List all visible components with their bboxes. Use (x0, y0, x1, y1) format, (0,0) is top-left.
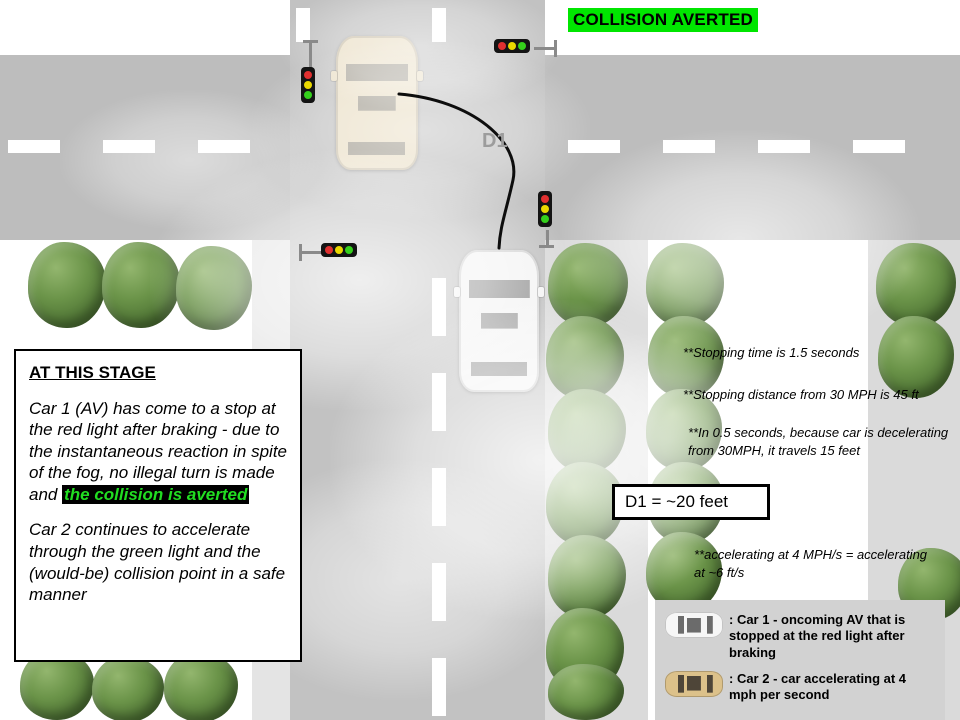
traffic-light-icon (301, 67, 315, 103)
note-acceleration: **accelerating at 4 MPH/s = accelerating… (694, 547, 928, 581)
lane-dash (8, 140, 60, 153)
traffic-light-pole (309, 42, 312, 68)
lane-dash (432, 563, 446, 621)
red-light (304, 71, 312, 79)
stage-paragraph-1-text: Car 1 (AV) has come to a stop at the red… (29, 398, 288, 504)
tree-icon (646, 243, 724, 327)
d1-value-text: D1 = ~20 feet (625, 492, 729, 511)
tree-icon (548, 389, 626, 473)
traffic-light-pole (539, 245, 554, 248)
traffic-light-pole (303, 40, 318, 43)
car2-icon (665, 670, 723, 697)
tree-icon (28, 242, 106, 328)
tree-icon (548, 664, 624, 720)
car1-icon (665, 612, 723, 638)
green-light (304, 91, 312, 99)
note-stopping-distance: **Stopping distance from 30 MPH is 45 ft (683, 387, 919, 402)
lane-dash (663, 140, 715, 153)
stage-paragraph-2: Car 2 continues to accelerate through th… (29, 520, 286, 605)
lane-dash (198, 140, 250, 153)
tree-icon (164, 652, 238, 720)
lane-dash (432, 468, 446, 526)
stage-paragraph-1: Car 1 (AV) has come to a stop at the red… (29, 398, 287, 506)
tree-icon (876, 243, 956, 327)
traffic-light-pole (534, 47, 556, 50)
legend-row-car1: : Car 1 - oncoming AV that is stopped at… (665, 612, 935, 661)
lane-dash (432, 278, 446, 336)
tree-icon (548, 243, 628, 327)
tree-icon (92, 656, 164, 720)
yellow-light (335, 246, 343, 254)
yellow-light (508, 42, 516, 50)
lane-dash (853, 140, 905, 153)
red-light (541, 195, 549, 203)
collision-averted-highlight: the collision is averted (62, 484, 250, 504)
d1-distance-label: D1 (482, 130, 508, 152)
traffic-light-pole (299, 244, 302, 261)
lane-dash (296, 8, 310, 42)
legend-row-car2: : Car 2 - car accelerating at 4 mph per … (665, 670, 935, 704)
green-light (518, 42, 526, 50)
stage-description-box: AT THIS STAGE Car 1 (AV) has come to a s… (14, 349, 302, 662)
lane-dash (432, 373, 446, 431)
red-light (325, 246, 333, 254)
note-deceleration: **In 0.5 seconds, because car is deceler… (688, 425, 949, 459)
traffic-light-pole (301, 251, 323, 254)
legend-box: : Car 1 - oncoming AV that is stopped at… (655, 600, 945, 720)
traffic-light-pole (554, 40, 557, 57)
lane-dash (103, 140, 155, 153)
traffic-light-pole (546, 230, 549, 247)
traffic-light-icon (538, 191, 552, 227)
lane-dash (568, 140, 620, 153)
stage-box-title: AT THIS STAGE (29, 363, 156, 382)
legend-car1-label: : Car 1 - oncoming AV that is stopped at… (729, 612, 906, 660)
yellow-light (541, 205, 549, 213)
traffic-light-icon (321, 243, 357, 257)
red-light (498, 42, 506, 50)
green-light (345, 246, 353, 254)
lane-dash (758, 140, 810, 153)
d1-value-box: D1 = ~20 feet (612, 484, 770, 520)
tree-icon (176, 246, 252, 330)
car1-av-vehicle (454, 250, 544, 392)
car2-accelerating-vehicle (331, 36, 423, 170)
tree-icon (102, 242, 180, 328)
collision-averted-banner: COLLISION AVERTED (568, 8, 759, 32)
yellow-light (304, 81, 312, 89)
legend-car2-label: : Car 2 - car accelerating at 4 mph per … (729, 670, 907, 702)
note-stopping-time: **Stopping time is 1.5 seconds (683, 345, 860, 360)
traffic-light-icon (494, 39, 530, 53)
lane-dash (432, 8, 446, 42)
tree-icon (546, 316, 624, 400)
tree-icon (548, 535, 626, 619)
green-light (541, 215, 549, 223)
lane-dash (432, 658, 446, 716)
